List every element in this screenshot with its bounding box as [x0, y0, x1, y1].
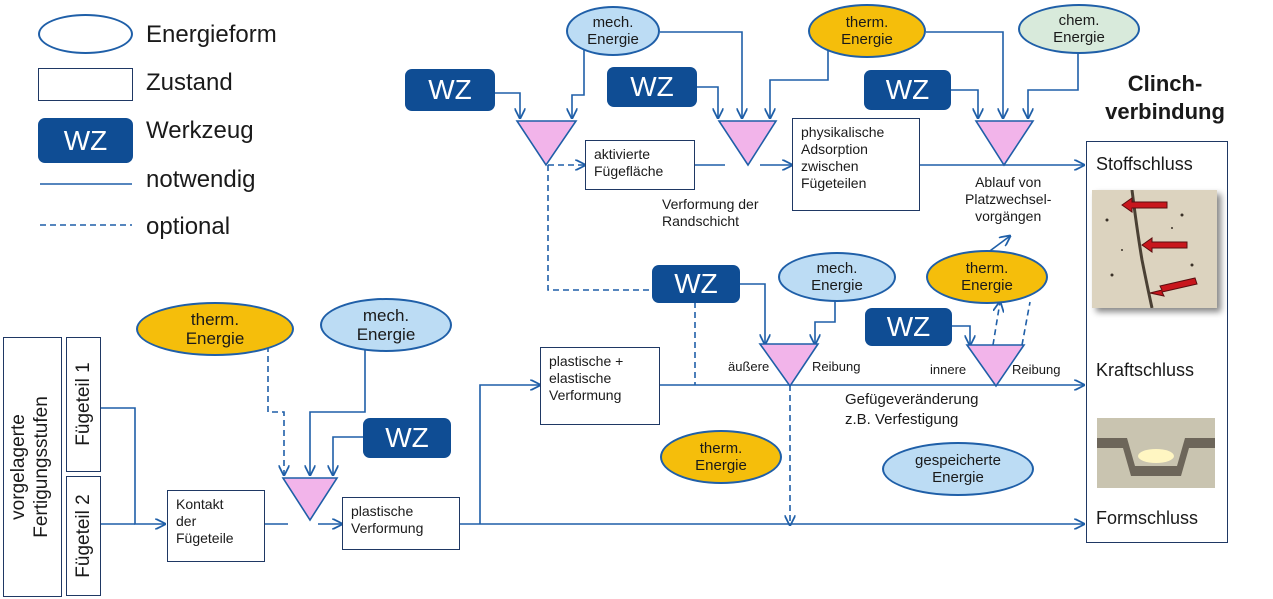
label-friction-outer: Reibung — [812, 359, 861, 374]
state-contact: Kontakt der Fügeteile — [167, 490, 265, 562]
result-material-bond: Stoffschluss — [1096, 154, 1193, 174]
label-outer: äußere — [728, 359, 770, 374]
micrograph-image — [1092, 189, 1217, 309]
mech-energy-mid: mech. Energie — [778, 252, 896, 302]
state-plastic-deformation: plastische Verformung — [342, 497, 460, 550]
legend-necessary-label: notwendig — [146, 166, 256, 193]
legend-state-label: Zustand — [146, 69, 233, 96]
label-friction-inner: Reibung — [1012, 362, 1061, 377]
result-form-bond: Formschluss — [1096, 508, 1199, 528]
therm-energy-bottom: therm. Energie — [660, 430, 782, 484]
clinch-photo — [1097, 418, 1215, 488]
part1-label: Fügeteil 1 — [73, 362, 94, 446]
label-exchange-processes: Ablauf von Platzwechsel- vorgängen — [965, 174, 1052, 224]
therm-energy-mid: therm. Energie — [926, 250, 1048, 304]
legend-optional-label: optional — [146, 213, 231, 240]
tool-box: WZ — [363, 418, 451, 458]
preceding-stages-label: vorgelagerte Fertigungsstufen — [8, 396, 52, 538]
chem-energy: chem. Energie — [1018, 4, 1140, 54]
tool-box: WZ — [652, 265, 740, 303]
tool-box: WZ — [405, 69, 495, 111]
legend-tool-symbol: WZ — [38, 118, 133, 163]
label-edge-deformation: Verformung der Randschicht — [662, 196, 759, 229]
legend-state-symbol — [38, 68, 133, 101]
therm-energy-left: therm. Energie — [136, 302, 294, 356]
tool-box: WZ — [865, 308, 952, 346]
preceding-stages-box — [3, 337, 62, 597]
label-structure-change: Gefügeveränderung z.B. Verfestigung — [845, 391, 979, 428]
legend-energy-symbol — [38, 14, 133, 54]
result-force-bond: Kraftschluss — [1096, 360, 1195, 380]
mech-energy-top: mech. Energie — [566, 6, 660, 56]
state-activated-surface: aktivierte Fügefläche — [585, 140, 695, 190]
combination-triangle — [717, 120, 778, 167]
tool-box: WZ — [864, 70, 951, 110]
combination-triangle — [515, 120, 578, 167]
state-plastic-elastic-deformation: plastische + elastische Verformung — [540, 347, 660, 425]
stored-energy: gespeicherte Energie — [882, 442, 1034, 496]
legend-energy-label: Energieform — [146, 21, 277, 48]
state-adsorption: physikalische Adsorption zwischen Fügete… — [792, 118, 920, 211]
legend-tool-label: Werkzeug — [146, 117, 254, 144]
label-inner: innere — [930, 362, 967, 377]
combination-triangle — [974, 120, 1035, 167]
result-title: Clinch- verbindung — [1105, 71, 1225, 124]
part2-label: Fügeteil 2 — [73, 494, 94, 578]
mech-energy-left: mech. Energie — [320, 298, 452, 352]
combination-triangle — [965, 344, 1026, 388]
combination-triangle — [281, 477, 339, 522]
tool-box: WZ — [607, 67, 697, 107]
combination-triangle — [758, 343, 820, 388]
part1-box — [66, 337, 101, 472]
part2-box — [66, 476, 101, 596]
therm-energy-top: therm. Energie — [808, 4, 926, 58]
